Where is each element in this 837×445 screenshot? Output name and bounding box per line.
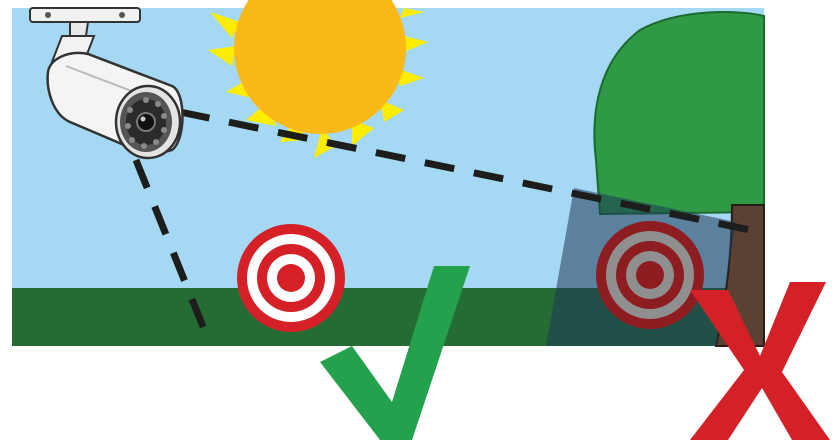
tree-foliage	[593, 11, 765, 216]
security-camera-icon	[29, 7, 184, 160]
sight-line-to-visible	[132, 158, 214, 346]
x-mark-icon	[690, 282, 830, 440]
check-mark-icon	[320, 266, 470, 440]
target-icon	[237, 224, 345, 332]
sun-icon	[208, 0, 428, 158]
hidden-target-icon	[596, 221, 704, 329]
